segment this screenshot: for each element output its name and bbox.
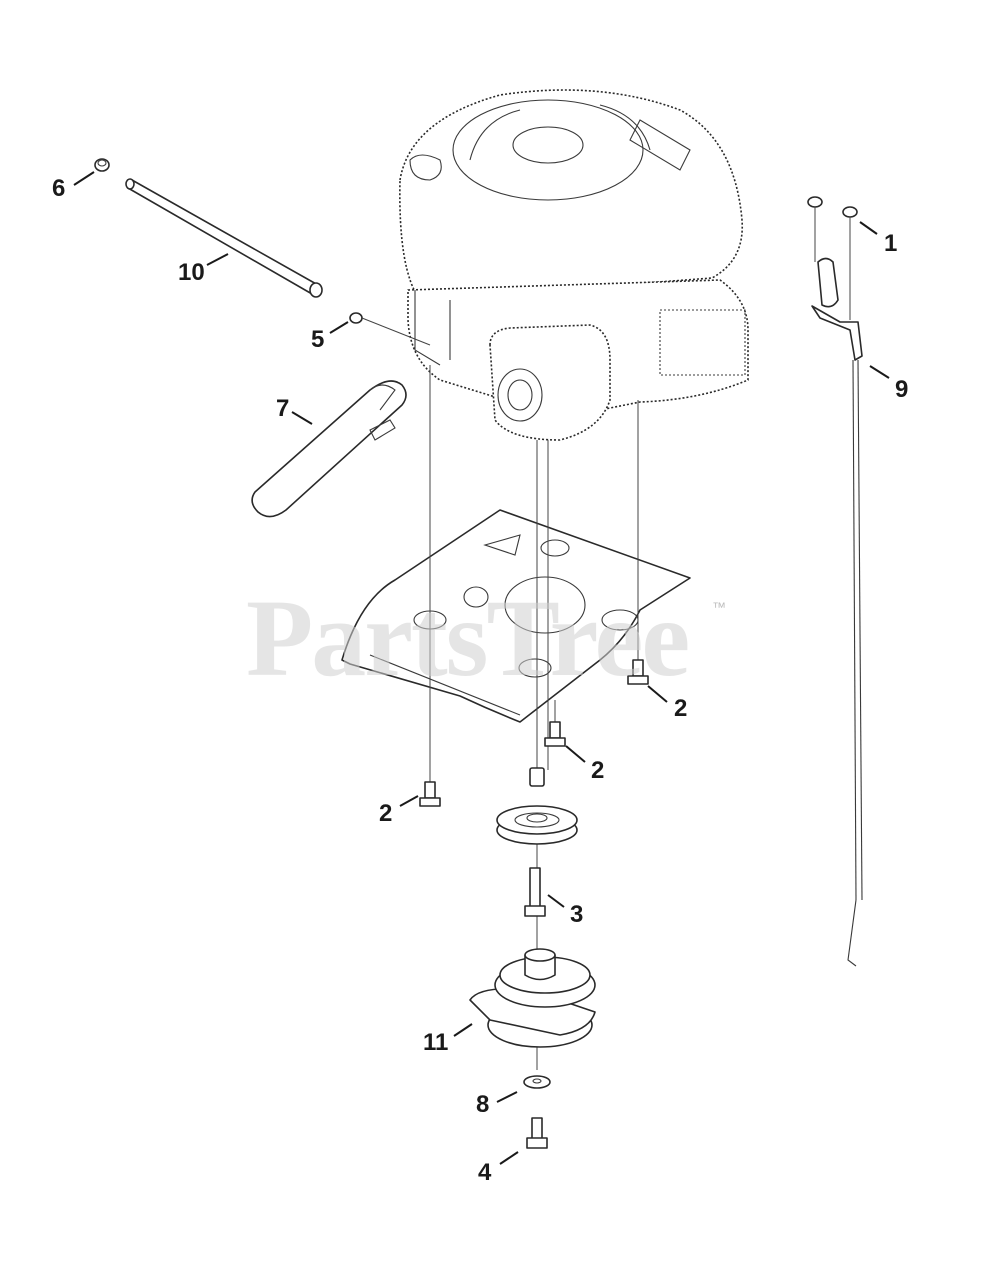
callout-7: 7 [276,395,289,422]
electric-pto-clutch[interactable] [469,948,596,1048]
callout-8: 8 [476,1091,489,1118]
bolt-left[interactable] [419,781,441,807]
screw-left[interactable] [807,196,823,262]
screw-right[interactable] [842,206,858,320]
watermark-brand: PartsTree [246,577,688,699]
mounting-plate[interactable] [341,509,691,723]
engine-assembly[interactable] [399,89,749,441]
dipstick-tube[interactable] [125,178,323,298]
heat-shield[interactable] [251,380,407,518]
spacer[interactable] [529,767,545,787]
callout-1: 1 [884,230,897,257]
callout-4: 4 [478,1159,492,1186]
long-bolt[interactable] [524,867,546,917]
callout-6: 6 [52,175,65,202]
watermark-trademark: ™ [712,599,726,615]
washer[interactable] [523,1075,551,1089]
dipstick-cap[interactable] [94,158,110,172]
callout-2-right: 2 [674,695,687,722]
bolt-right[interactable] [627,659,649,685]
pulley[interactable] [496,805,578,845]
callout-10: 10 [178,259,205,286]
clutch-bolt[interactable] [526,1117,548,1149]
throttle-control-cable[interactable] [811,257,863,967]
callout-5: 5 [311,326,324,353]
callout-2-left: 2 [379,800,392,827]
bolt-center[interactable] [544,721,566,747]
callout-9: 9 [895,376,908,403]
callout-11: 11 [423,1029,448,1056]
callout-2-center: 2 [591,757,604,784]
nut[interactable] [349,312,363,324]
callout-3: 3 [570,901,583,928]
